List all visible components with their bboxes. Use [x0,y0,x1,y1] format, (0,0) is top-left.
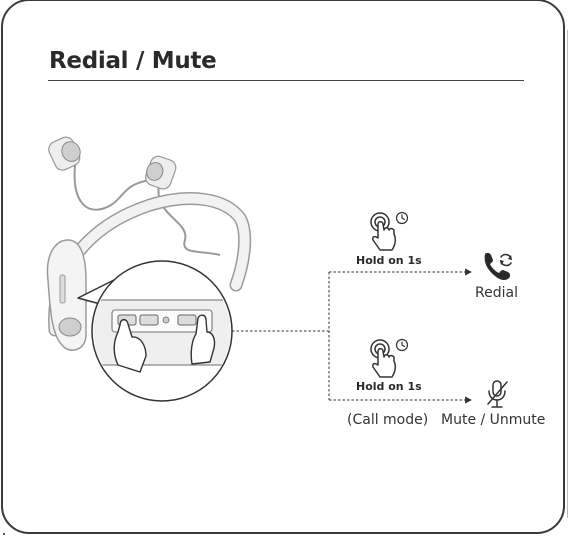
mic-muted-icon [488,381,507,407]
clock-icon [397,213,408,224]
connector-arrowheads [465,269,472,404]
mute-hold-label: Hold on 1s [356,380,422,393]
call-mode-label: (Call mode) [347,412,428,428]
zoom-callout [78,261,232,401]
clock-icon [397,340,408,351]
finger-press-icon [371,213,395,250]
mute-action-label: Mute / Unmute [441,412,545,428]
corner-dot [3,533,5,535]
redial-hold-label: Hold on 1s [356,254,422,267]
connector-lines [232,272,466,400]
phone-redial-icon [485,253,512,280]
redial-action-label: Redial [475,285,518,301]
finger-press-icon [371,340,395,377]
